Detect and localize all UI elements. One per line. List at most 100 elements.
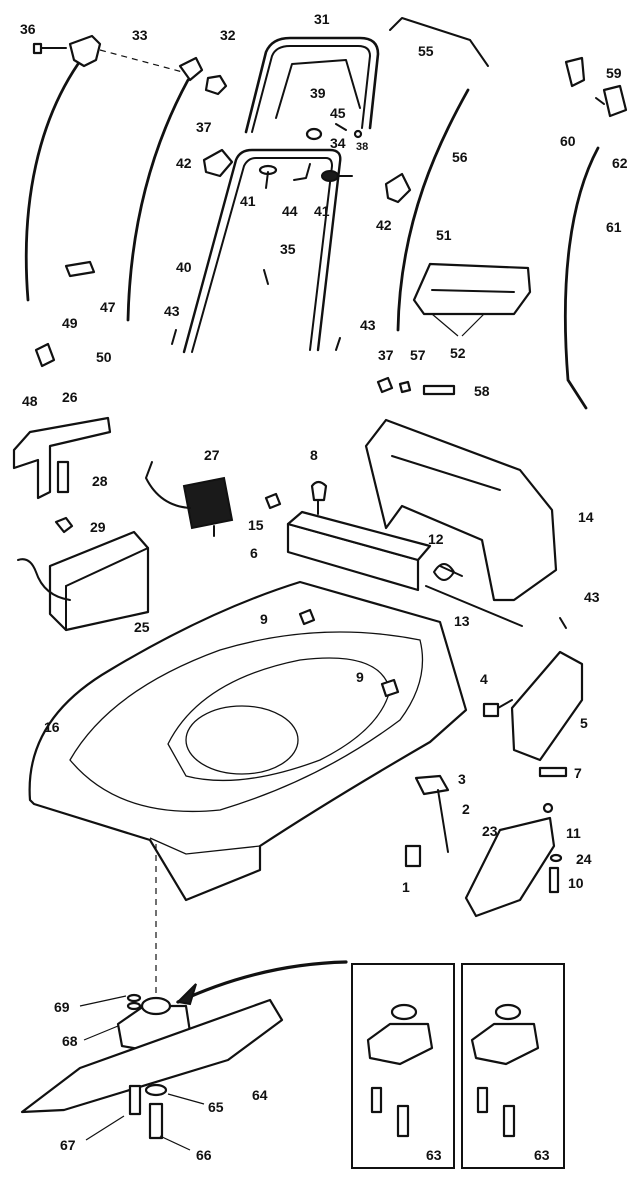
callout-11: 11 [566,825,581,841]
callout-36: 36 [20,21,36,37]
callout-60: 60 [560,133,576,149]
callout-64: 64 [252,1087,268,1103]
callout-35: 35 [280,241,296,257]
bolts-65-66-67 [128,1083,168,1140]
brackets-47-48 [34,260,96,368]
washers-68-69 [126,993,142,1011]
callout-41-left: 41 [240,193,256,209]
chute-cover-23 [464,816,556,918]
control-bail-39 [275,59,361,119]
callout-42-right: 42 [376,217,392,233]
callout-52: 52 [450,345,466,361]
callout-27: 27 [204,447,220,463]
callout-6: 6 [250,545,258,561]
nut-29 [54,516,74,534]
nut-11 [542,802,554,814]
solenoid-27 [145,461,234,537]
callout-15: 15 [248,517,264,533]
callout-57: 57 [410,347,426,363]
callout-26: 26 [62,389,78,405]
hardware-37-57-58 [376,376,456,396]
pin-43-right [559,617,567,629]
callout-24: 24 [576,851,592,867]
switch-59-62 [564,56,628,118]
callout-4: 4 [480,671,488,687]
nut-15 [264,492,282,510]
callout-48: 48 [22,393,38,409]
wire-harness-61 [563,146,600,410]
callout-29: 29 [90,519,106,535]
callout-14: 14 [578,509,594,525]
bolt-36 [32,42,67,55]
callout-37-top: 37 [196,119,212,135]
callout-47: 47 [100,299,116,315]
pins-41-44 [258,163,353,189]
callout-2: 2 [462,801,470,817]
callout-43-right: 43 [584,589,600,605]
callout-42-left: 42 [176,155,192,171]
callout-67: 67 [60,1137,76,1153]
battery-bracket-26 [12,416,112,500]
callout-34: 34 [330,135,346,151]
callout-49: 49 [62,315,78,331]
spring-12 [433,563,463,581]
callout-68: 68 [62,1033,78,1049]
callout-28: 28 [92,473,108,489]
blade-64 [20,998,284,1114]
rod-13 [425,585,523,627]
inset-box-63-right [461,963,565,1169]
callout-1: 1 [402,879,410,895]
callout-65: 65 [208,1099,224,1115]
bolt-1 [404,844,422,868]
callout-9-left: 9 [260,611,268,627]
bolt-8 [310,480,328,515]
callout-66: 66 [196,1147,212,1163]
callout-50: 50 [96,349,112,365]
callout-51: 51 [436,227,452,243]
callout-56: 56 [452,149,468,165]
callout-41-right: 41 [314,203,330,219]
mower-deck-16 [28,580,468,902]
callout-45: 45 [330,105,346,121]
rear-door-14 [364,418,558,602]
control-bracket-32 [126,56,204,322]
inset-box-63-left [351,963,455,1169]
callout-32: 32 [220,27,236,43]
callout-38: 38 [356,141,368,153]
battery-25 [17,530,150,632]
callout-7: 7 [574,765,582,781]
nut-37-top [204,74,228,96]
handle-knobs-42 [202,148,412,204]
washer-24-bolt-10 [548,853,563,894]
height-bracket-5 [510,650,584,762]
callout-16: 16 [44,719,60,735]
callout-55: 55 [418,43,434,59]
callout-62: 62 [612,155,628,171]
callout-12: 12 [428,531,444,547]
callout-58: 58 [474,383,490,399]
nuts-9 [298,608,400,698]
lower-handle-40 [182,148,342,354]
callout-3: 3 [458,771,466,787]
callout-59: 59 [606,65,622,81]
callout-33: 33 [132,27,148,43]
hardware-45-34-38 [305,123,363,141]
callout-5: 5 [580,715,588,731]
bushing-4 [482,699,513,718]
callout-63-right: 63 [534,1147,550,1163]
callout-10: 10 [568,875,584,891]
bolt-7 [538,766,568,778]
callout-23: 23 [482,823,498,839]
callout-43-left: 43 [164,303,180,319]
callout-43-mid: 43 [360,317,376,333]
callout-13: 13 [454,613,470,629]
callout-39: 39 [310,85,326,101]
bail-bracket-33 [24,34,102,302]
bolt-28 [56,460,70,494]
callout-61: 61 [606,219,622,235]
grass-catcher-bracket-51 [412,262,532,316]
callout-40: 40 [176,259,192,275]
rear-baffle-6 [286,510,432,592]
callout-37-bottom: 37 [378,347,394,363]
